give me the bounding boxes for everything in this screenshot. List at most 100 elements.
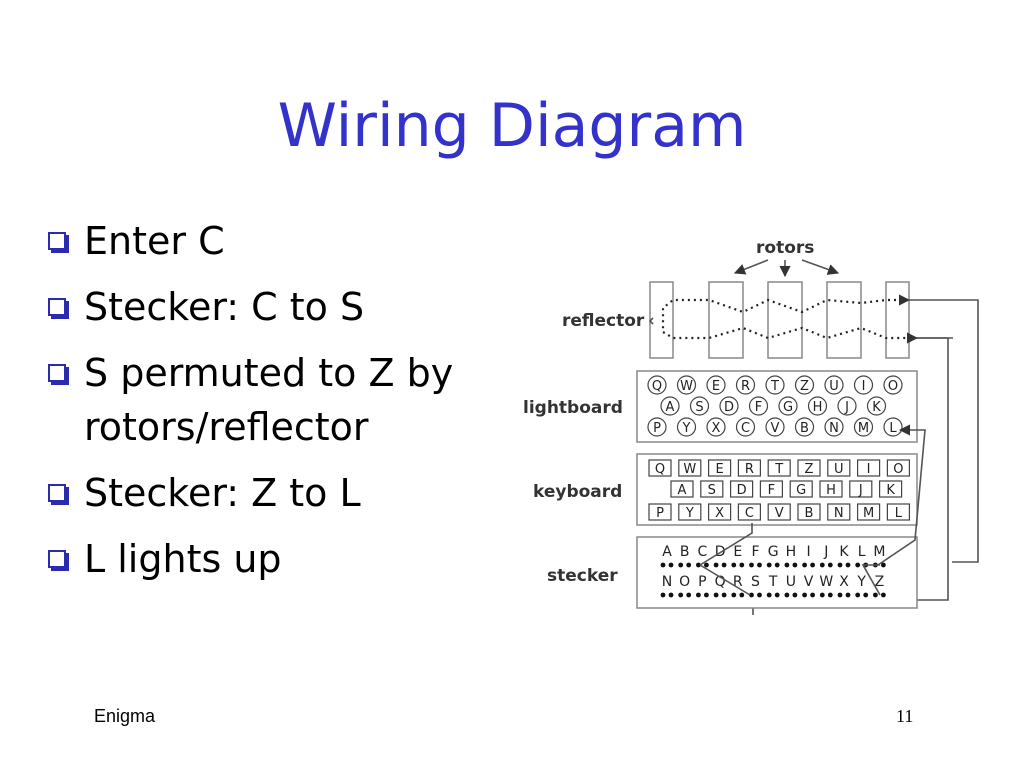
lamp-y <box>676 417 697 437</box>
lamp-letter: S <box>695 400 703 415</box>
keyboard-label: keyboard <box>533 482 622 502</box>
key-letter: D <box>737 483 747 498</box>
bullet-text: Enter C <box>84 219 225 263</box>
signal-path-forward <box>661 298 908 332</box>
lamp-v <box>765 417 785 437</box>
lamp-letter: V <box>771 421 780 436</box>
bullet-item: Enter C <box>44 214 514 268</box>
wire-entry-to-stecker <box>898 294 979 563</box>
key-t <box>767 459 791 477</box>
entry-wheel-box <box>885 281 910 359</box>
stecker-label: stecker <box>547 566 618 586</box>
checkbox-bullet-icon <box>48 298 69 319</box>
lamp-letter: C <box>741 421 750 436</box>
lamp-f <box>748 396 769 416</box>
stecker-letter-c: C <box>698 544 708 560</box>
rotor-box <box>708 281 744 359</box>
lamp-letter: H <box>813 400 823 415</box>
plug-socket-dot <box>845 592 851 598</box>
plug-socket-dot <box>757 592 762 598</box>
lamp-letter: O <box>888 379 898 394</box>
plug-socket-dot <box>757 562 762 568</box>
plug-socket-dot <box>802 592 807 598</box>
key-c <box>737 503 762 521</box>
lamp-e <box>706 375 726 395</box>
plug-socket-dot <box>819 562 825 568</box>
plug-socket-dot <box>873 592 878 598</box>
key-letter: Q <box>655 462 665 477</box>
plug-socket-dot <box>704 562 709 568</box>
plug-socket-dot <box>819 592 825 598</box>
lamp-letter: W <box>680 379 693 394</box>
lamp-letter: Z <box>800 379 809 394</box>
key-letter: C <box>745 506 754 521</box>
key-letter: N <box>834 506 844 521</box>
lamp-o <box>883 375 903 395</box>
key-z <box>797 459 821 477</box>
plug-socket-dot <box>855 592 861 598</box>
key-m <box>856 503 881 521</box>
lamp-letter: X <box>712 421 721 436</box>
key-letter: Z <box>805 462 814 477</box>
lamp-u <box>824 375 844 395</box>
lightboard-label: lightboard <box>523 398 623 418</box>
key-k <box>878 480 903 498</box>
stecker-letter-m: M <box>873 544 885 560</box>
plug-socket-dot <box>792 562 798 568</box>
wire-c-to-s <box>699 564 751 596</box>
stecker-letter-t: T <box>768 574 778 590</box>
lamp-d <box>719 396 739 416</box>
key-d <box>729 480 754 498</box>
key-letter: G <box>796 483 806 498</box>
lamp-letter: R <box>741 379 750 394</box>
plug-socket-dot <box>739 592 745 598</box>
plug-socket-dot <box>855 562 861 568</box>
key-w <box>678 459 702 477</box>
plug-socket-dot <box>837 592 843 598</box>
key-v <box>767 503 791 521</box>
key-u <box>827 459 851 477</box>
rotor-box <box>826 281 862 359</box>
lamp-q <box>647 375 667 395</box>
key-letter: E <box>715 462 723 477</box>
plug-socket-dot <box>827 562 833 568</box>
stecker-letter-v: V <box>804 574 814 590</box>
lamp-letter: G <box>783 400 793 415</box>
key-letter: K <box>886 483 895 498</box>
key-s <box>700 480 724 498</box>
plug-socket-dot <box>766 562 772 568</box>
key-e <box>707 459 732 477</box>
plug-socket-dot <box>731 562 737 568</box>
plug-socket-dot <box>660 562 666 568</box>
key-letter: X <box>715 506 724 521</box>
stecker-letter-g: G <box>768 544 779 560</box>
plug-socket-dot <box>713 592 719 598</box>
key-letter: O <box>893 462 903 477</box>
plug-socket-dot <box>678 592 684 598</box>
plug-socket-dot <box>881 562 886 568</box>
plug-socket-dot <box>686 562 692 568</box>
key-p <box>648 503 672 521</box>
plug-socket-dot <box>845 562 851 568</box>
bullet-text: L lights up <box>84 537 282 581</box>
rotor-arrow <box>733 259 769 275</box>
key-o <box>886 459 911 477</box>
plug-socket-dot <box>678 562 684 568</box>
lamp-w <box>676 375 697 395</box>
plug-socket-dot <box>863 592 869 598</box>
key-letter: T <box>774 462 783 477</box>
key-letter: H <box>826 483 836 498</box>
plug-socket-dot <box>696 562 701 568</box>
plug-socket-dot <box>837 562 843 568</box>
lamp-letter: Y <box>682 421 691 436</box>
key-q <box>648 459 672 477</box>
wire-key-c-to-stecker <box>699 523 753 566</box>
key-letter: M <box>863 506 874 521</box>
plug-socket-dot <box>713 562 719 568</box>
key-letter: R <box>745 462 754 477</box>
plug-socket-dot <box>774 562 780 568</box>
stecker-letter-j: J <box>823 544 828 560</box>
bullet-text: Stecker: Z to L <box>84 471 361 515</box>
lamp-a <box>660 396 680 416</box>
